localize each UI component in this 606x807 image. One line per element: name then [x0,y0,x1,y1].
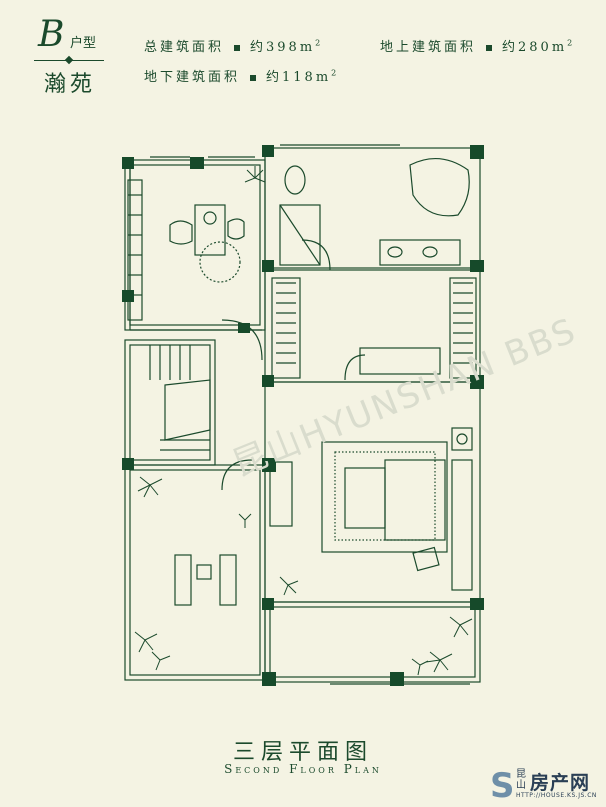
lounger-left [174,554,192,606]
door-swing-study [221,319,263,361]
bathtub [409,157,470,217]
below-area-value: 约118m [266,70,332,85]
below-area-label: 地下建筑面积 [144,70,241,85]
header: B 户型 瀚苑 总建筑面积约398m2 地上建筑面积约280m2 地下建筑面积约… [0,0,606,110]
study-desk [194,204,226,256]
bullet-icon [486,44,493,51]
tv-cabinet [269,461,293,527]
basin-left [387,246,403,258]
above-area-label: 地上建筑面积 [380,40,477,55]
above-area-stat: 地上建筑面积 约280m2 [380,36,575,55]
study-round-rug [199,241,241,283]
above-area-value: 约280m [502,40,568,55]
logo-city: 昆山 [516,769,526,791]
dresser [359,347,441,375]
shower-cubicle [279,204,321,266]
study-chair [169,220,193,245]
basin-right [422,246,438,258]
door-swing-bath [301,239,331,271]
bed-rug [321,441,448,553]
vanity-counter [379,239,461,266]
unit-type-letter: B [38,14,65,55]
armchair [344,467,386,529]
lounger-right [219,554,237,606]
closet-left [271,277,301,379]
unit-type-suffix: 户型 [70,36,97,51]
side-table [196,564,212,580]
bullet-icon [234,44,241,51]
wall-study [129,160,262,331]
closet-right [449,277,477,379]
estate-name: 瀚苑 [44,72,97,97]
site-logo[interactable]: S 昆山 房产网 HTTP://HOUSE.KS.JS.CN [486,766,604,806]
room-master-bath [264,147,481,269]
logo-s-icon: S [490,766,515,806]
total-area-label: 总建筑面积 [144,40,225,55]
total-area-stat: 总建筑面积 约398m2 [144,36,323,55]
safe-box [451,427,473,451]
wardrobe [451,459,473,591]
double-bed [384,459,446,541]
below-area-stat: 地下建筑面积 约118m2 [144,66,339,85]
stool [412,546,440,572]
sup-2: 2 [331,68,340,78]
study-bookshelf [127,179,143,321]
total-area-value: 约398m [250,40,316,55]
logo-name: 房产网 [530,772,591,794]
sup-2: 2 [315,38,324,48]
room-terrace-west [124,464,266,681]
plan-subtitle: Second Floor Plan [224,762,382,776]
plan-title: 三层平面图 [232,740,373,765]
toilet [284,165,306,195]
room-terrace-south [264,601,481,683]
plant-icon [134,166,473,676]
structural-columns [122,145,484,686]
logo-url: HTTP://HOUSE.KS.JS.CN [516,792,597,799]
door-swing-terrace [221,459,253,491]
bullet-icon [250,74,257,81]
sup-2: 2 [567,38,576,48]
staircase [129,344,211,461]
